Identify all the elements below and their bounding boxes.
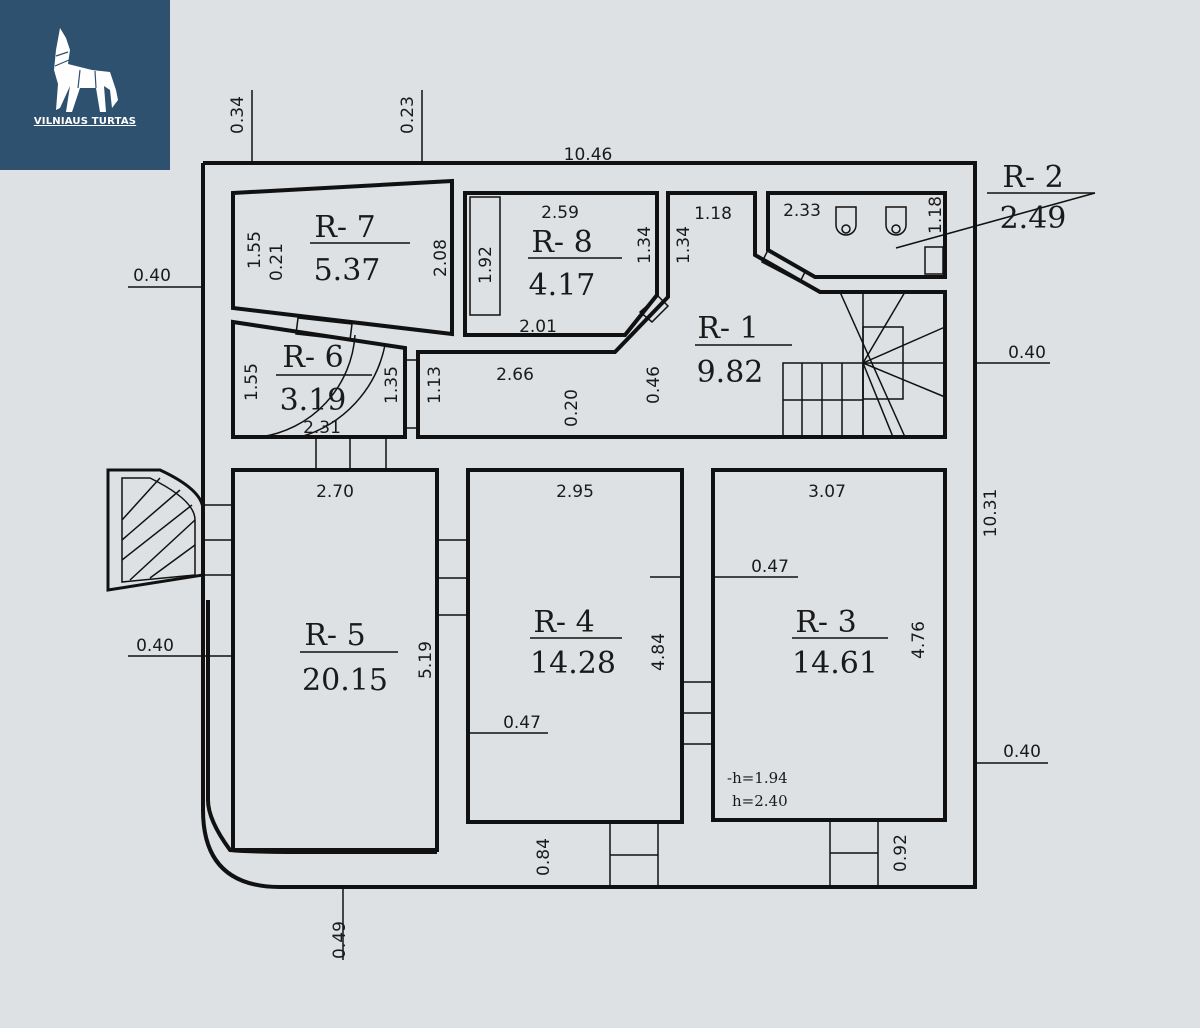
dimension-label: 0.40 <box>136 636 174 656</box>
room-r7 <box>231 178 454 337</box>
room-area: 14.61 <box>792 646 878 681</box>
dimension-label: 2.08 <box>431 239 451 277</box>
room-id: R- 7 <box>314 210 375 245</box>
dimension-label: 0.40 <box>1003 742 1041 762</box>
dimension-label: 1.18 <box>926 196 946 234</box>
dimension-label: 0.34 <box>228 96 248 134</box>
dimension-label: 1.35 <box>382 366 402 404</box>
dimension-label: 0.20 <box>562 389 582 427</box>
dimension-label: 10.31 <box>981 489 1001 538</box>
sink-icon <box>924 246 944 275</box>
room-area: 20.15 <box>302 663 388 698</box>
dimension-label: 4.76 <box>909 621 929 659</box>
dimension-label: 1.34 <box>635 226 655 264</box>
room-area: 2.49 <box>1000 201 1067 236</box>
dimension-label: 3.07 <box>808 482 846 502</box>
dimension-label: 2.01 <box>519 317 557 337</box>
dimension-label: 2.33 <box>783 201 821 221</box>
entrance-stairs <box>106 468 205 592</box>
room-id: R- 6 <box>282 340 343 375</box>
wolf-logo-icon <box>54 28 118 112</box>
interior-stairs <box>782 291 946 438</box>
room-area: 5.37 <box>314 253 381 288</box>
dimension-label: 0.47 <box>751 557 789 577</box>
height-note: -h=1.94 <box>727 769 788 787</box>
room-id: R- 4 <box>533 605 594 640</box>
height-note: h=2.40 <box>732 792 788 810</box>
dimension-label: 0.21 <box>267 243 287 281</box>
dimension-label: 2.95 <box>556 482 594 502</box>
dimension-label: 10.46 <box>564 145 613 165</box>
dimension-label: 2.31 <box>303 418 341 438</box>
dimension-label: 0.84 <box>534 838 554 876</box>
dimension-label: 0.92 <box>891 834 911 872</box>
room-id: R- 8 <box>531 225 592 260</box>
dimension-label: 4.84 <box>649 633 669 671</box>
dimension-label: 0.23 <box>398 96 418 134</box>
doors <box>202 248 879 888</box>
cabinet-icon <box>469 196 501 316</box>
room-r4 <box>466 468 684 824</box>
room-area: 3.19 <box>280 383 347 418</box>
dimension-label: 2.59 <box>541 203 579 223</box>
dimension-label: 0.47 <box>503 713 541 733</box>
dimension-label: 1.34 <box>674 226 694 264</box>
room-r3 <box>711 468 947 822</box>
door-swing-arc <box>259 334 356 438</box>
dimension-lines <box>128 90 1096 960</box>
room-r1 <box>416 191 947 439</box>
dimension-label: 5.19 <box>416 641 436 679</box>
dimension-label: 2.66 <box>496 365 534 385</box>
dimension-label: 1.13 <box>425 366 445 404</box>
room-area: 4.17 <box>529 268 596 303</box>
room-r5 <box>231 468 439 852</box>
toilet-icon <box>835 206 857 236</box>
dimension-label: 0.40 <box>1008 343 1046 363</box>
room-area: 9.82 <box>697 355 764 390</box>
dimension-label: 1.18 <box>694 204 732 224</box>
dimension-label: 0.46 <box>644 366 664 404</box>
logo: VILNIAUS TURTAS <box>0 0 170 170</box>
dimension-label: 0.49 <box>330 921 350 959</box>
room-area: 14.28 <box>530 646 616 681</box>
dimension-label: 0.40 <box>133 266 171 286</box>
room-id: R- 5 <box>304 618 365 653</box>
dimension-label: 2.70 <box>316 482 354 502</box>
logo-brand-text: VILNIAUS TURTAS <box>33 116 137 127</box>
dimension-label: 1.55 <box>245 231 265 269</box>
door-swing-arc <box>299 344 386 438</box>
room-id: R- 3 <box>795 605 856 640</box>
toilet-icon <box>885 206 907 236</box>
room-r2 <box>766 191 947 279</box>
outer-wall-outer <box>201 161 977 889</box>
room-id: R- 2 <box>1002 160 1063 195</box>
room-r8 <box>463 191 659 337</box>
dimension-label: 1.55 <box>242 363 262 401</box>
dimension-label: 1.92 <box>476 246 496 284</box>
room-id: R- 1 <box>697 311 758 346</box>
